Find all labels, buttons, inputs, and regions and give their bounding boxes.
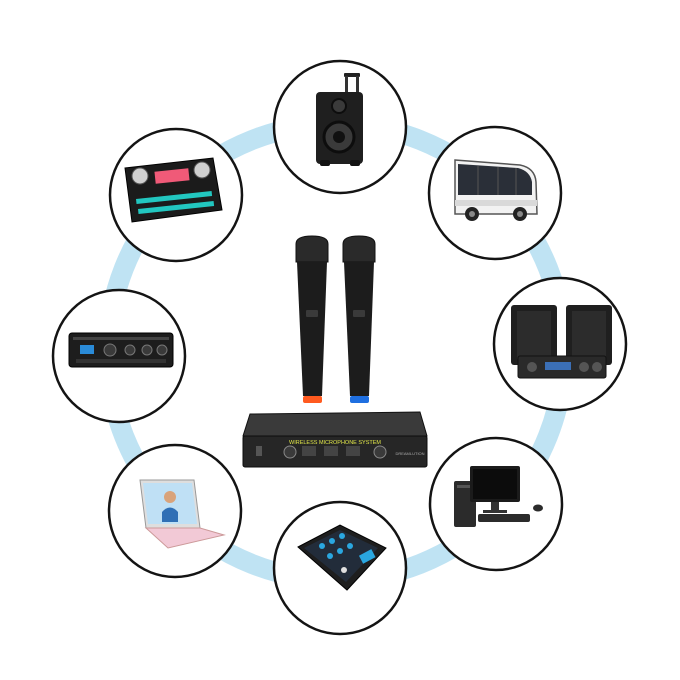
wireless-receiver: WIRELESS MICROPHONE SYSTEM DREAMLUTION: [242, 411, 428, 468]
device-bubble-audio-mixer: [272, 500, 408, 636]
handheld-microphone-right: [342, 235, 376, 403]
audio-mixer-icon: [297, 524, 387, 591]
volume-knob-left: [283, 445, 297, 459]
live-sound-card-icon: [124, 157, 223, 223]
device-bubble-pa-speakers: [492, 276, 628, 412]
receiver-panel-label: WIRELESS MICROPHONE SYSTEM: [289, 440, 381, 446]
device-bubble-live-sound-card: [108, 127, 244, 263]
display-window-left: [302, 446, 316, 456]
pa-speakers-amplifier-icon: [511, 305, 612, 379]
display-window-right: [346, 446, 360, 456]
stereo-amplifier-icon: [68, 332, 174, 368]
trolley-speaker-icon: [316, 73, 363, 166]
device-bubble-trolley-speaker: [272, 59, 408, 195]
display-window-center: [324, 446, 338, 456]
device-bubble-tour-bus: [427, 125, 563, 261]
device-bubble-laptop: [107, 443, 243, 579]
device-bubble-desktop-computer: [428, 436, 564, 572]
receiver-brand-label: DREAMLUTION: [395, 451, 424, 456]
laptop-icon: [139, 479, 226, 549]
power-switch: [256, 446, 262, 456]
handheld-microphone-left: [295, 235, 329, 403]
tour-bus-icon: [454, 159, 538, 221]
volume-knob-right: [373, 445, 387, 459]
device-bubble-stereo-amplifier: [51, 288, 187, 424]
desktop-computer-icon: [454, 466, 543, 527]
